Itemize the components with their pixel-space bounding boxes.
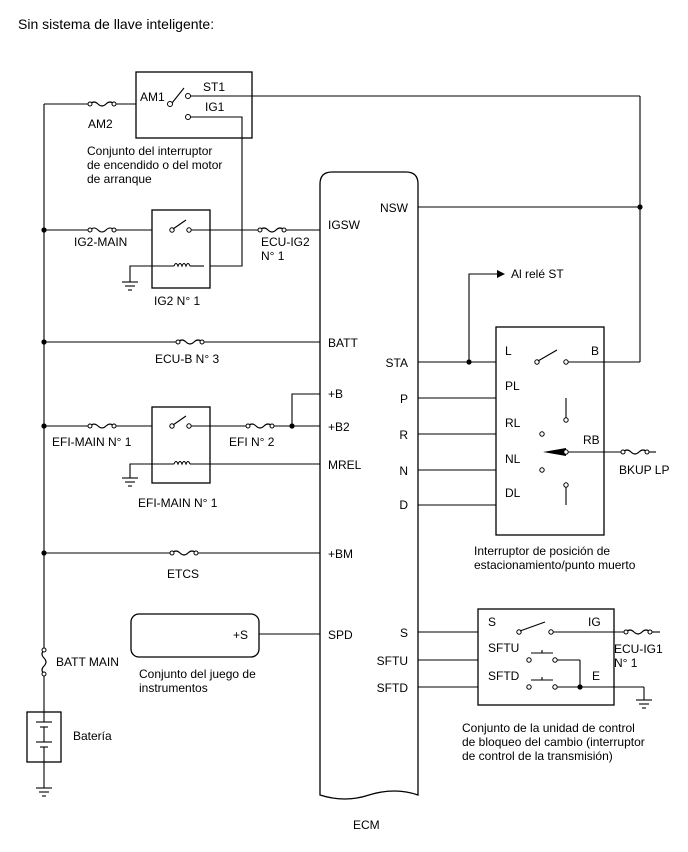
ignition-switch-caption-1: Conjunto del interruptor: [87, 144, 212, 158]
sl-pin-ig: IG: [588, 615, 601, 629]
ecm-pin-sta: STA: [386, 356, 408, 370]
park-neutral-switch: L B PL RL RB NL DL: [495, 326, 640, 536]
pn-pin-pl: PL: [505, 379, 520, 393]
instrument-cluster-caption-2: instrumentos: [139, 681, 208, 695]
ecu-b-fuse-line: ECU-B N° 3: [44, 339, 320, 366]
batt-main-label: BATT MAIN: [56, 655, 119, 669]
ecm-pin-igsw: IGSW: [328, 218, 361, 232]
ecm-pin-b: +B: [328, 387, 343, 401]
pn-pin-rb: RB: [583, 433, 600, 447]
ecu-ig2-no-label: N° 1: [261, 249, 285, 263]
batt-main-fuse: BATT MAIN: [41, 647, 119, 677]
battery: Batería: [26, 711, 112, 788]
shift-lock-ground: [636, 687, 652, 709]
instrument-cluster-pin: +S: [233, 628, 248, 642]
shift-lock-unit: S IG SFTU SFTD E: [477, 608, 644, 706]
pn-pin-l: L: [505, 344, 512, 358]
shift-lock-caption-3: de control de la transmisión): [462, 749, 613, 763]
ig2-main-label: IG2-MAIN: [74, 235, 127, 249]
ecu-b-label: ECU-B N° 3: [155, 352, 219, 366]
efi-no2-fuse-line: EFI N° 2: [229, 393, 320, 449]
ecm-pin-d: D: [399, 498, 408, 512]
etcs-fuse-line: ETCS: [44, 550, 320, 581]
ecm-pin-sftu: SFTU: [377, 654, 408, 668]
ecm-pin-p: P: [400, 392, 408, 406]
st-relay-label: Al relé ST: [511, 267, 564, 281]
ecu-ig1-no-label: N° 1: [614, 656, 638, 670]
ecu-ig2-fuse-line: ECU-IG2 N° 1: [257, 227, 320, 263]
ig2-relay-label: IG2 N° 1: [154, 294, 200, 308]
am1-pin: AM1: [140, 90, 165, 104]
sl-pin-s: S: [488, 615, 496, 629]
ecm-pin-n: N: [399, 464, 408, 478]
shift-lock-caption-2: de bloqueo del cambio (interruptor: [462, 735, 645, 749]
sl-pin-e: E: [592, 669, 600, 683]
bkup-lp-label: BKUP LP: [619, 463, 669, 477]
ecm-pin-sftd: SFTD: [377, 681, 409, 695]
ground-symbol: [36, 787, 52, 797]
ig1-pin: IG1: [205, 100, 225, 114]
ecm-pin-spd: SPD: [328, 628, 353, 642]
pn-pin-b: B: [591, 344, 599, 358]
battery-label: Batería: [73, 729, 112, 743]
etcs-label: ETCS: [167, 567, 199, 581]
efi-main-fuse-line: EFI-MAIN N° 1: [44, 423, 170, 449]
ecm-pin-b2: +B2: [328, 420, 350, 434]
efi-no2-label: EFI N° 2: [229, 435, 275, 449]
efi-relay: EFI-MAIN N° 1: [122, 406, 320, 510]
ecu-ig2-label: ECU-IG2: [261, 235, 310, 249]
ignition-switch: AM1 ST1 IG1: [135, 71, 640, 267]
ig2-relay: IG2 N° 1: [122, 209, 260, 308]
instrument-cluster-caption-1: Conjunto del juego de: [139, 667, 256, 681]
ecm-pin-nsw: NSW: [380, 201, 409, 215]
pn-pin-rl: RL: [505, 416, 521, 430]
am2-fuse-line: AM2: [44, 101, 168, 131]
ignition-switch-caption-3: de arranque: [87, 172, 152, 186]
ecm-pin-bm: +BM: [328, 547, 353, 561]
st1-pin: ST1: [203, 80, 225, 94]
sl-pin-sftu: SFTU: [488, 641, 519, 655]
am2-label: AM2: [88, 117, 113, 131]
ignition-switch-caption-2: de encendido o del motor: [87, 158, 222, 172]
ecm-pin-mrel: MREL: [328, 458, 362, 472]
shift-lock-caption-1: Conjunto de la unidad de control: [462, 721, 635, 735]
ecu-ig1-label: ECU-IG1: [614, 642, 663, 656]
power-bus: [41, 104, 47, 712]
diagram-title: Sin sistema de llave inteligente:: [18, 16, 214, 32]
ig2-main-fuse-line: IG2-MAIN: [44, 227, 170, 249]
efi-main-fuse-label: EFI-MAIN N° 1: [52, 435, 132, 449]
bkup-lp-fuse: BKUP LP: [619, 449, 669, 477]
pn-pin-dl: DL: [505, 486, 521, 500]
ecm-pin-s: S: [400, 626, 408, 640]
ecm-pin-r: R: [399, 428, 408, 442]
efi-relay-label: EFI-MAIN N° 1: [138, 496, 218, 510]
ecm-label: ECM: [353, 818, 380, 832]
ecm: ECM IGSW BATT +B +B2 MREL +BM SPD NSW ST…: [319, 171, 419, 832]
ecu-ig1-fuse: ECU-IG1 N° 1: [614, 629, 663, 670]
pn-switch-caption-1: Interruptor de posición de: [474, 544, 610, 558]
pn-pin-nl: NL: [505, 452, 521, 466]
pn-switch-caption-2: estacionamiento/punto muerto: [474, 558, 636, 572]
ecm-pin-batt: BATT: [328, 336, 358, 350]
sl-pin-sftd: SFTD: [488, 669, 520, 683]
instrument-cluster: +S Conjunto del juego de instrumentos: [130, 613, 320, 695]
